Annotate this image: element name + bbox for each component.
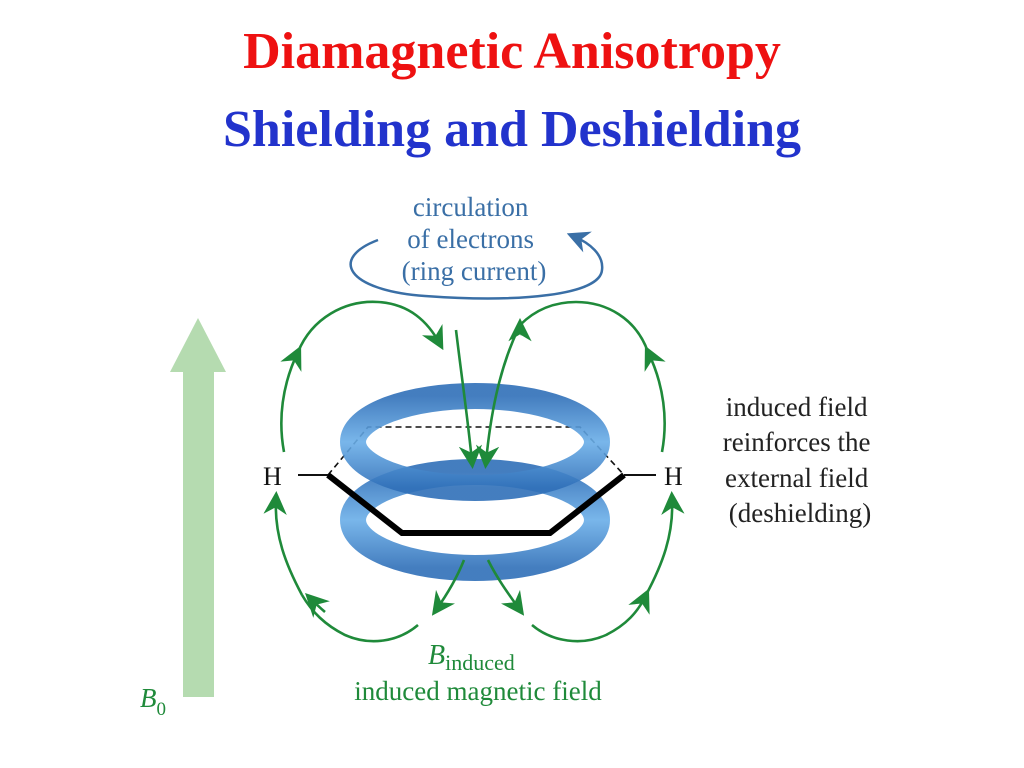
field-line-lower-left <box>300 594 419 643</box>
ring-current-arrow <box>349 231 604 300</box>
field-line-left-lower-up <box>263 490 304 596</box>
ring-current-label: circulation of electrons (ring current) <box>402 192 547 286</box>
field-line-below-right <box>486 559 525 616</box>
lower-pi-cloud <box>340 459 610 581</box>
deshielding-label: induced field reinforces the external fi… <box>723 392 877 528</box>
field-line-right-lower-up <box>644 490 685 596</box>
induced-field-lines <box>263 300 685 643</box>
title-sub: Shielding and Deshielding <box>223 101 801 158</box>
b0-external-field-arrow <box>170 318 226 697</box>
upper-pi-cloud <box>340 383 610 501</box>
b-induced-label: Binduced <box>428 640 515 675</box>
benzene-ring <box>298 383 656 581</box>
hydrogen-right: H <box>664 462 683 491</box>
b0-label: B0 <box>140 683 166 720</box>
field-line-right-up <box>644 345 666 453</box>
title-main: Diamagnetic Anisotropy <box>243 23 781 80</box>
field-line-below-left <box>431 559 466 616</box>
field-line-upper-left <box>296 300 444 353</box>
ring-bonds-front <box>326 472 626 536</box>
hydrogen-left: H <box>263 462 282 491</box>
field-line-center-left <box>454 329 483 469</box>
induced-magnetic-field-label: induced magnetic field <box>354 676 602 706</box>
field-line-left-up <box>280 345 302 453</box>
field-line-upper-right <box>519 300 650 353</box>
field-line-lower-right <box>531 588 650 643</box>
